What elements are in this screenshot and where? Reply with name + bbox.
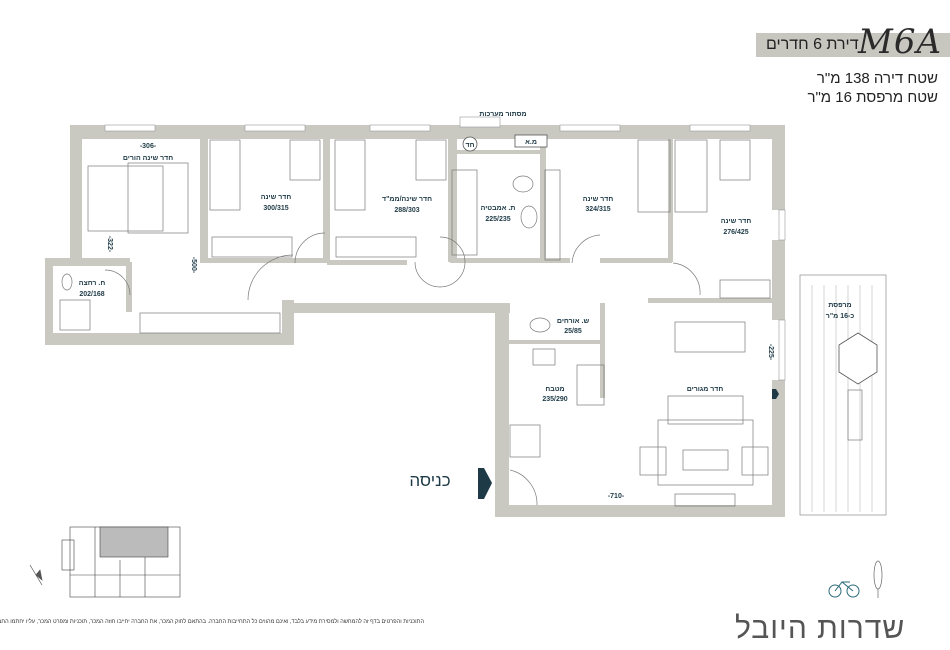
living-room-label: חדר מגורים — [687, 386, 724, 393]
master-bedroom-label: חדר שינה הורים — [123, 155, 173, 162]
master-dim: -306- — [140, 143, 157, 150]
bathroom-label: ת. אמבטיה — [481, 205, 516, 212]
bedroom1-size: 300/315 — [263, 205, 288, 212]
apartment-area: שטח דירה 138 מ"ר — [816, 70, 938, 87]
bedroom2-label: חדר שינה/ממ"ד — [382, 196, 432, 203]
bedroom2-size: 288/303 — [394, 207, 419, 214]
entrance-arrow-icon — [478, 468, 492, 499]
furniture — [59, 139, 771, 507]
walls — [45, 125, 785, 517]
systems-shaft-label: מסתור מערכות — [479, 111, 526, 118]
master-bath-size: 202/168 — [79, 291, 104, 298]
umbrella-icon — [838, 332, 878, 385]
corridor-dim: -500- — [190, 257, 197, 274]
key-plan — [61, 526, 181, 598]
bathroom-size: 225/235 — [485, 216, 510, 223]
brand-logo: שדרות היובל — [735, 612, 906, 645]
bicycle-icon — [828, 581, 860, 598]
compass-icon — [29, 564, 43, 586]
master-bath-label: ח. רחצה — [79, 280, 106, 287]
living-arrow-icon — [772, 389, 779, 399]
balcony — [799, 274, 887, 516]
bedroom3-label: חדר שינה — [583, 196, 614, 203]
ac-label: מ.א — [525, 139, 537, 146]
bedroom4-size: 276/425 — [723, 229, 748, 236]
bedroom3-size: 324/315 — [585, 206, 610, 213]
windows — [104, 116, 786, 381]
rooms-title: דירת 6 חדרים — [766, 36, 859, 53]
living-dim: -225- — [767, 344, 774, 361]
master-dim2: -322- — [106, 236, 113, 253]
closet-label: חד — [466, 142, 475, 149]
disclaimer: התוכניות והפרטים בדף זה להמחשה ולמסירת מ… — [0, 619, 424, 625]
living-dim2: -710- — [608, 493, 625, 500]
balcony-area: שטח מרפסת 16 מ"ר — [807, 89, 938, 106]
bedroom4-label: חדר שינה — [721, 218, 752, 225]
balcony-size: כ-16 מ"ר — [826, 313, 855, 320]
entrance-label: כניסה — [409, 471, 450, 490]
ac-box — [514, 134, 548, 148]
guest-wc-label: ש. אורחים — [557, 318, 590, 325]
title-bar — [756, 33, 950, 57]
kitchen-label: מטבח — [545, 386, 564, 393]
balcony-label: מרפסת — [828, 302, 851, 309]
doors — [104, 232, 701, 506]
tree-icon — [873, 560, 883, 598]
guest-wc-size: 25/85 — [564, 328, 582, 335]
closet-icon — [462, 136, 478, 152]
kitchen-size: 235/290 — [542, 396, 567, 403]
bedroom1-label: חדר שינה — [261, 194, 292, 201]
model-name: M6A — [858, 22, 942, 62]
